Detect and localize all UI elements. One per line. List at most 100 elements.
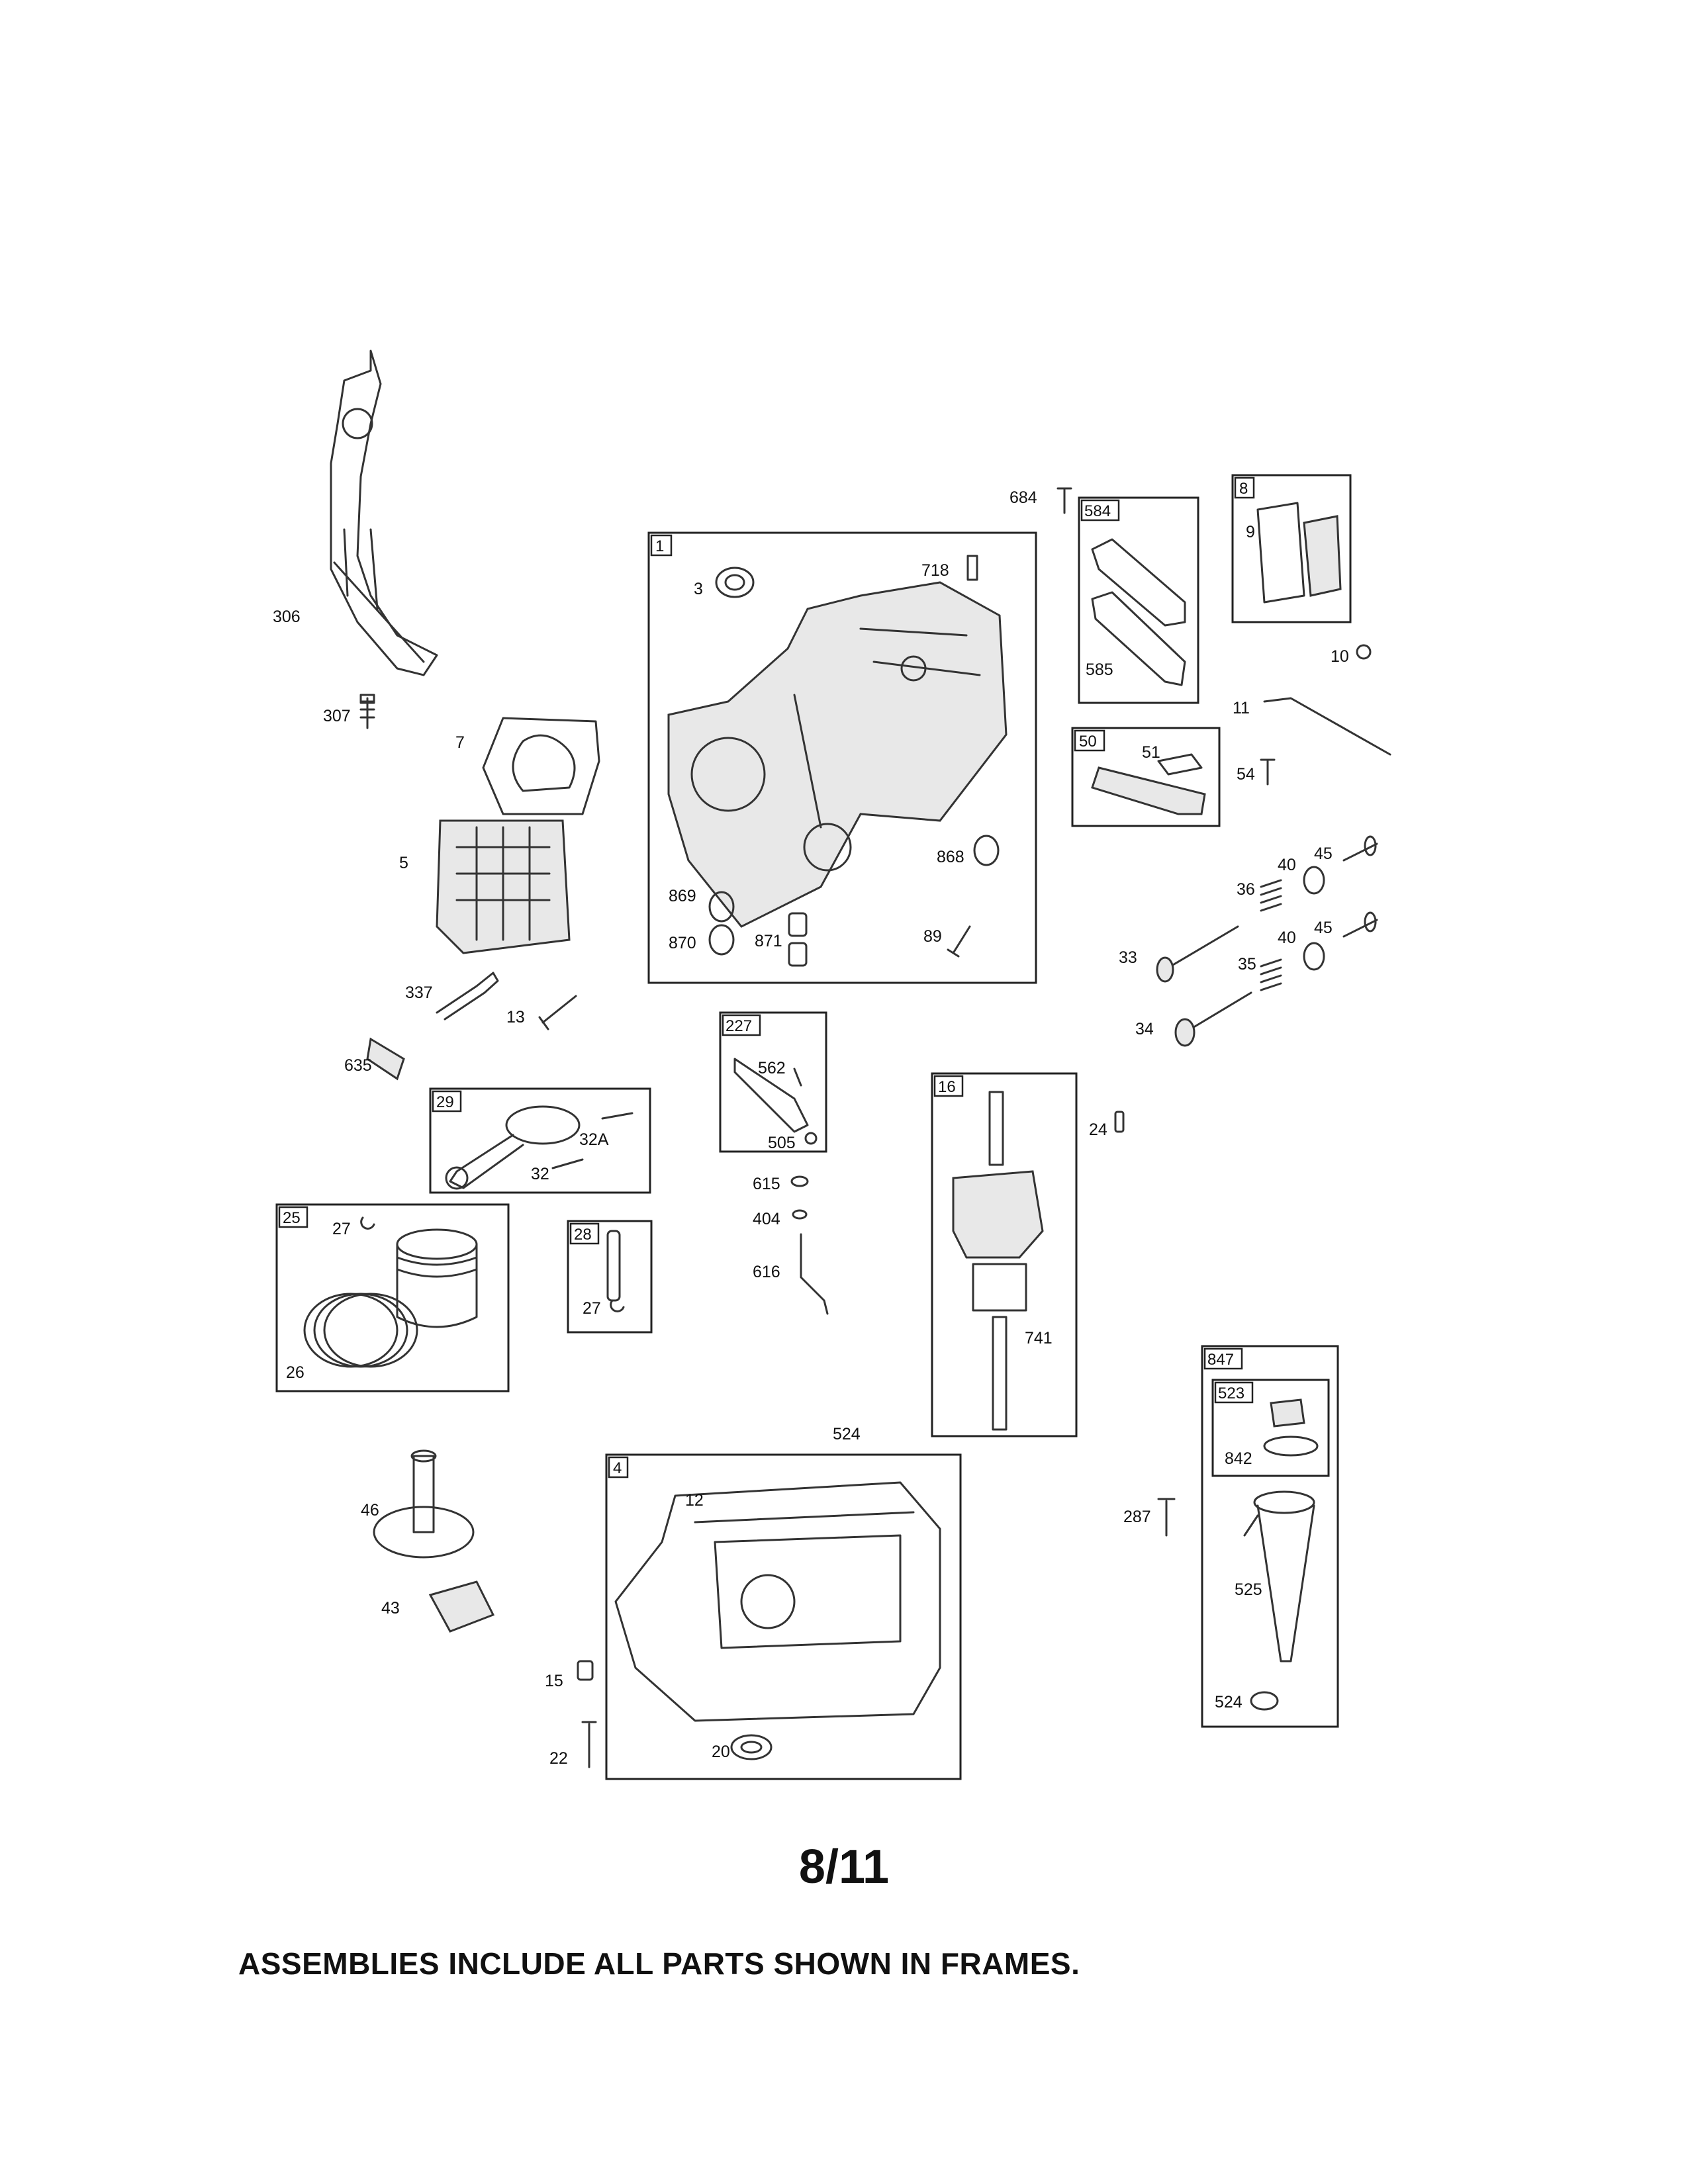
cylinder-head-drawing xyxy=(436,819,571,954)
label-868: 868 xyxy=(937,848,964,866)
pin-24-drawing xyxy=(1114,1111,1125,1133)
frame-584-gasket-set: 584 xyxy=(1078,496,1199,704)
o-ring-524-drawing xyxy=(1250,1691,1279,1711)
label-12: 12 xyxy=(685,1491,704,1510)
governor-shaft-616-drawing xyxy=(800,1233,829,1315)
label-10: 10 xyxy=(1331,647,1349,666)
frame-523-dipstick: 523 xyxy=(1211,1379,1330,1477)
label-287: 287 xyxy=(1123,1508,1151,1526)
label-307: 307 xyxy=(323,707,351,725)
oil-seal-3-drawing xyxy=(715,567,755,598)
ring-869-drawing xyxy=(708,891,735,923)
label-40-upper: 40 xyxy=(1278,856,1296,874)
frame-tag-28: 28 xyxy=(574,1226,592,1244)
screw-684-drawing xyxy=(1056,487,1072,514)
label-684: 684 xyxy=(1009,488,1037,507)
frame-tag-1: 1 xyxy=(655,537,664,555)
label-616: 616 xyxy=(753,1263,780,1281)
spring-35-drawing xyxy=(1260,958,1282,991)
connecting-rod-drawing xyxy=(445,1105,633,1190)
label-741: 741 xyxy=(1025,1329,1053,1347)
frame-1-crankcase: 1 xyxy=(647,531,1037,984)
pin-89-drawing xyxy=(947,925,971,958)
label-33: 33 xyxy=(1119,948,1137,967)
label-5: 5 xyxy=(399,854,408,872)
gasket-set-584-drawing xyxy=(1091,538,1186,686)
label-11: 11 xyxy=(1233,699,1250,717)
label-43: 43 xyxy=(381,1599,400,1617)
frame-16-crankshaft: 16 xyxy=(931,1072,1078,1437)
piston-rings-26-drawing xyxy=(303,1293,418,1368)
label-525: 525 xyxy=(1235,1580,1262,1599)
label-3: 3 xyxy=(694,580,703,598)
frame-29-connecting-rod: 29 xyxy=(429,1087,651,1194)
breather-50-drawing xyxy=(1091,753,1206,815)
label-35: 35 xyxy=(1238,955,1256,974)
label-337: 337 xyxy=(405,983,433,1002)
pin-718-drawing xyxy=(966,555,978,581)
label-718: 718 xyxy=(921,561,949,580)
bushing-871-drawing xyxy=(788,912,808,967)
page-number: 8/11 xyxy=(798,1841,890,1893)
cam-gear-drawing xyxy=(373,1449,475,1559)
frame-tag-847: 847 xyxy=(1207,1351,1234,1369)
bolt-13-drawing xyxy=(538,995,577,1030)
crankcase-drawing xyxy=(667,581,1008,928)
frame-227-governor-lever: 227 xyxy=(719,1011,827,1153)
label-13: 13 xyxy=(506,1008,525,1026)
label-585: 585 xyxy=(1086,660,1113,679)
washer-404-drawing xyxy=(792,1209,808,1220)
clip-27b-drawing xyxy=(610,1299,625,1312)
frame-tag-4: 4 xyxy=(613,1459,622,1477)
frame-tag-25: 25 xyxy=(283,1209,301,1227)
spring-36-drawing xyxy=(1260,879,1282,912)
label-34: 34 xyxy=(1135,1020,1154,1038)
cap-45a-drawing xyxy=(1342,835,1378,862)
valve-34-drawing xyxy=(1174,991,1252,1047)
retainer-40b-drawing xyxy=(1303,942,1325,971)
head-gasket-drawing xyxy=(482,717,600,815)
label-27-piston-frame: 27 xyxy=(332,1220,351,1238)
frame-tag-29: 29 xyxy=(436,1093,454,1111)
frame-25-piston: 25 xyxy=(275,1203,510,1392)
screw-10-drawing xyxy=(1356,644,1372,660)
frame-50-breather: 50 xyxy=(1071,727,1221,827)
label-9: 9 xyxy=(1246,523,1255,541)
label-20: 20 xyxy=(712,1743,730,1761)
cap-45b-drawing xyxy=(1342,911,1378,938)
label-22: 22 xyxy=(549,1749,568,1768)
bolt-307-drawing xyxy=(359,694,375,729)
label-36: 36 xyxy=(1237,880,1255,899)
gasket-9-drawing xyxy=(1256,502,1342,604)
piston-pin-drawing xyxy=(606,1230,621,1302)
crankshaft-drawing xyxy=(952,1091,1044,1431)
frame-8-gasket: 8 xyxy=(1231,474,1352,623)
clip-27a-drawing xyxy=(360,1216,375,1230)
label-45-upper: 45 xyxy=(1314,844,1333,863)
label-7: 7 xyxy=(455,733,465,752)
seal-868-drawing xyxy=(973,835,1000,866)
label-404: 404 xyxy=(753,1210,780,1228)
label-15: 15 xyxy=(545,1672,563,1690)
label-40-lower: 40 xyxy=(1278,929,1296,947)
label-89: 89 xyxy=(923,927,942,946)
frame-tag-8: 8 xyxy=(1239,480,1248,498)
label-524-bottom: 524 xyxy=(1215,1693,1243,1711)
bolt-22-drawing xyxy=(581,1721,597,1768)
dipstick-tube-525-drawing xyxy=(1243,1490,1315,1662)
label-505: 505 xyxy=(768,1134,796,1152)
label-562: 562 xyxy=(758,1059,786,1077)
label-54: 54 xyxy=(1237,765,1255,784)
spark-plug-boot-drawing xyxy=(366,1037,405,1081)
label-635: 635 xyxy=(344,1056,372,1075)
label-24: 24 xyxy=(1089,1120,1107,1139)
spark-plug-drawing xyxy=(436,972,499,1021)
label-27-pin-frame: 27 xyxy=(583,1299,601,1318)
governor-lever-drawing xyxy=(733,1058,818,1145)
valve-33-drawing xyxy=(1156,925,1239,983)
frame-tag-227: 227 xyxy=(726,1017,752,1035)
dipstick-cap-523-drawing xyxy=(1263,1398,1319,1457)
rod-11-drawing xyxy=(1263,697,1391,756)
frame-tag-523: 523 xyxy=(1218,1385,1244,1402)
